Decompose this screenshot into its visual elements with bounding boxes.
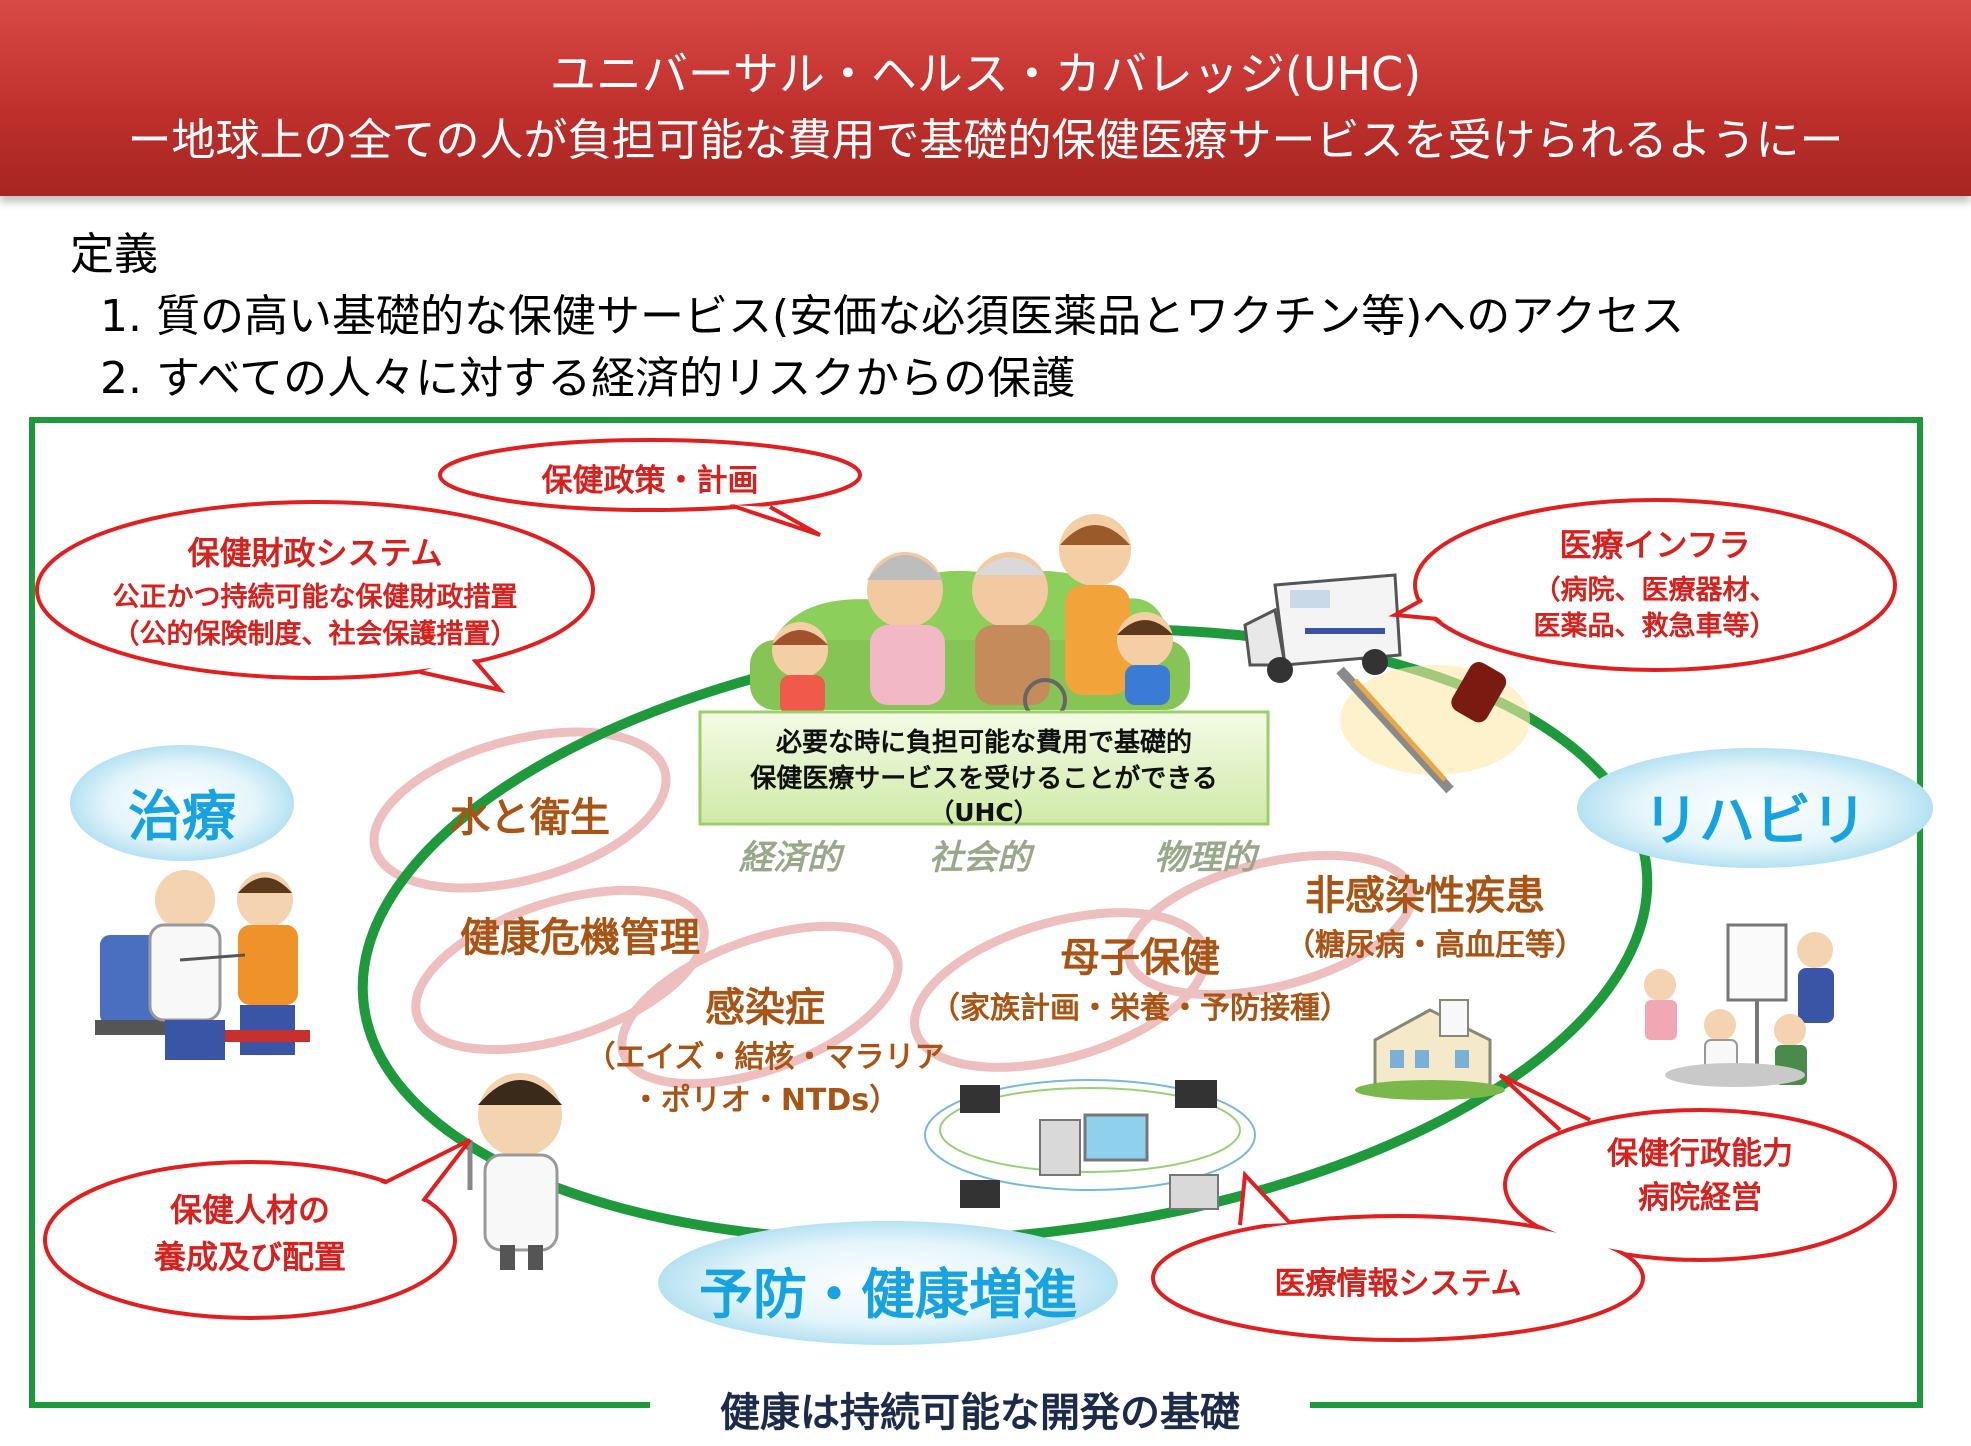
bubble-hr-line2: 養成及び配置 (153, 1238, 346, 1276)
treatment-cloud (70, 745, 294, 861)
access-physical: 物理的 (1154, 838, 1256, 878)
bubble-finance-title: 保健財政システム (187, 534, 443, 572)
topic-infection-line2: ・ポリオ・NTDs） (630, 1083, 900, 1118)
bubble-infra-line2: 医薬品、救急車等） (1533, 611, 1777, 642)
bubble-policy: 保健政策・計画 (541, 463, 759, 499)
page-title: ユニバーサル・ヘルス・カバレッジ(UHC) (549, 47, 1422, 101)
bubble-admin-line1: 保健行政能力 (1607, 1136, 1793, 1172)
ambulance-icon (1243, 573, 1402, 683)
service-rehab: リハビリ (1643, 789, 1867, 854)
bubble-admin-line2: 病院経営 (1638, 1180, 1762, 1216)
definition-item-2: 2. すべての人々に対する経済的リスクからの保護 (100, 353, 1076, 404)
uhc-center-box (698, 710, 1270, 826)
hospital-building-icon (1355, 999, 1505, 1100)
definition-item-1: 1. 質の高い基礎的な保健サービス(安価な必須医薬品とワクチン等)へのアクセス (100, 291, 1685, 342)
bubble-hr-line1: 保健人材の (169, 1191, 330, 1229)
doctor-icon (467, 1073, 562, 1270)
access-economic: 経済的 (739, 838, 841, 878)
bubble-finance-line1: 公正かつ持続可能な保健財政措置 (112, 582, 518, 613)
prevention-cloud (658, 1221, 1118, 1345)
topic-mch-sub: （家族計画・栄養・予防接種） (930, 991, 1350, 1026)
footer-gap (650, 1380, 1310, 1430)
center-line3: （UHC） (929, 798, 1039, 827)
topic-crisis: 健康危機管理 (460, 915, 700, 961)
title-banner: ユニバーサル・ヘルス・カバレッジ(UHC) ー地球上の全ての人が負担可能な費用で… (0, 0, 1971, 196)
topic-mch-title: 母子保健 (1060, 935, 1220, 981)
service-treatment: 治療 (128, 785, 236, 848)
center-line1: 必要な時に負担可能な費用で基礎的 (775, 728, 1192, 758)
topic-ncd-title: 非感染性疾患 (1305, 873, 1545, 919)
decorative-loops (369, 727, 1416, 1089)
bubble-infra-title: 医療インフラ (1559, 526, 1751, 564)
medicine-icon (1336, 662, 1530, 794)
center-line2: 保健医療サービスを受けることができる (750, 764, 1218, 794)
rehab-meeting-illustration (1644, 923, 1834, 1087)
bubble-info: 医療情報システム (1274, 1266, 1522, 1302)
computer-network-icon (924, 1079, 1256, 1210)
access-social: 社会的 (929, 838, 1031, 878)
bubble-finance-line2: （公的保険制度、社会保護措置） (112, 619, 518, 650)
topic-water: 水と衛生 (450, 795, 610, 841)
service-prevention: 予防・健康増進 (699, 1263, 1077, 1326)
footer-caption: 健康は持続可能な開発の基礎 (720, 1390, 1240, 1436)
doctor-patient-illustration (95, 870, 310, 1060)
page-subtitle: ー地球上の全ての人が負担可能な費用で基礎的保健医療サービスを受けられるようにー (127, 115, 1844, 166)
bubble-infra-line1: （病院、医療器材、 (1533, 575, 1777, 606)
rehab-cloud (1577, 748, 1933, 868)
family-illustration (750, 514, 1190, 722)
definition-heading: 定義 (70, 229, 158, 280)
topic-ncd-sub: （糖尿病・高血圧等） (1285, 928, 1585, 963)
topic-infection-line1: （エイズ・結核・マラリア (585, 1040, 945, 1075)
topic-infection-title: 感染症 (705, 985, 825, 1031)
